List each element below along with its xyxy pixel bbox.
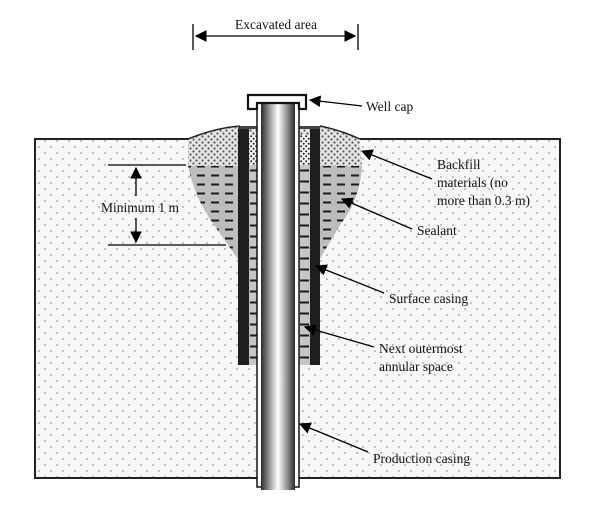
annular-space-left-upper bbox=[249, 135, 257, 165]
leader-annular-space bbox=[303, 324, 375, 348]
label-minimum-depth: Minimum 1 m bbox=[101, 200, 180, 215]
leader-backfill bbox=[360, 149, 433, 180]
annular-space-right bbox=[299, 165, 310, 365]
label-well-cap: Well cap bbox=[366, 99, 414, 114]
surface-casing-right-wall bbox=[310, 126, 320, 365]
label-backfill-1: Backfill bbox=[437, 157, 481, 172]
label-annular-space-1: Next outermost bbox=[379, 341, 463, 356]
label-production-casing: Production casing bbox=[373, 451, 470, 466]
ground-surface-line bbox=[35, 125, 560, 140]
annular-space-left bbox=[249, 165, 257, 365]
leader-well-cap bbox=[308, 95, 363, 108]
label-excavated-area: Excavated area bbox=[235, 17, 317, 32]
leader-surface-casing bbox=[314, 264, 385, 294]
leader-sealant bbox=[340, 197, 413, 230]
production-casing-pipe bbox=[261, 102, 295, 490]
annular-space-right-upper bbox=[299, 135, 310, 165]
label-backfill-3: more than 0.3 m) bbox=[437, 193, 530, 208]
label-sealant: Sealant bbox=[417, 223, 457, 238]
well-cap bbox=[246, 93, 308, 111]
leader-production-casing bbox=[298, 422, 369, 453]
label-annular-space-2: annular space bbox=[379, 359, 453, 374]
label-surface-casing: Surface casing bbox=[389, 291, 468, 306]
surface-casing-left-wall bbox=[238, 126, 249, 365]
label-backfill-2: materials (no bbox=[437, 175, 508, 190]
